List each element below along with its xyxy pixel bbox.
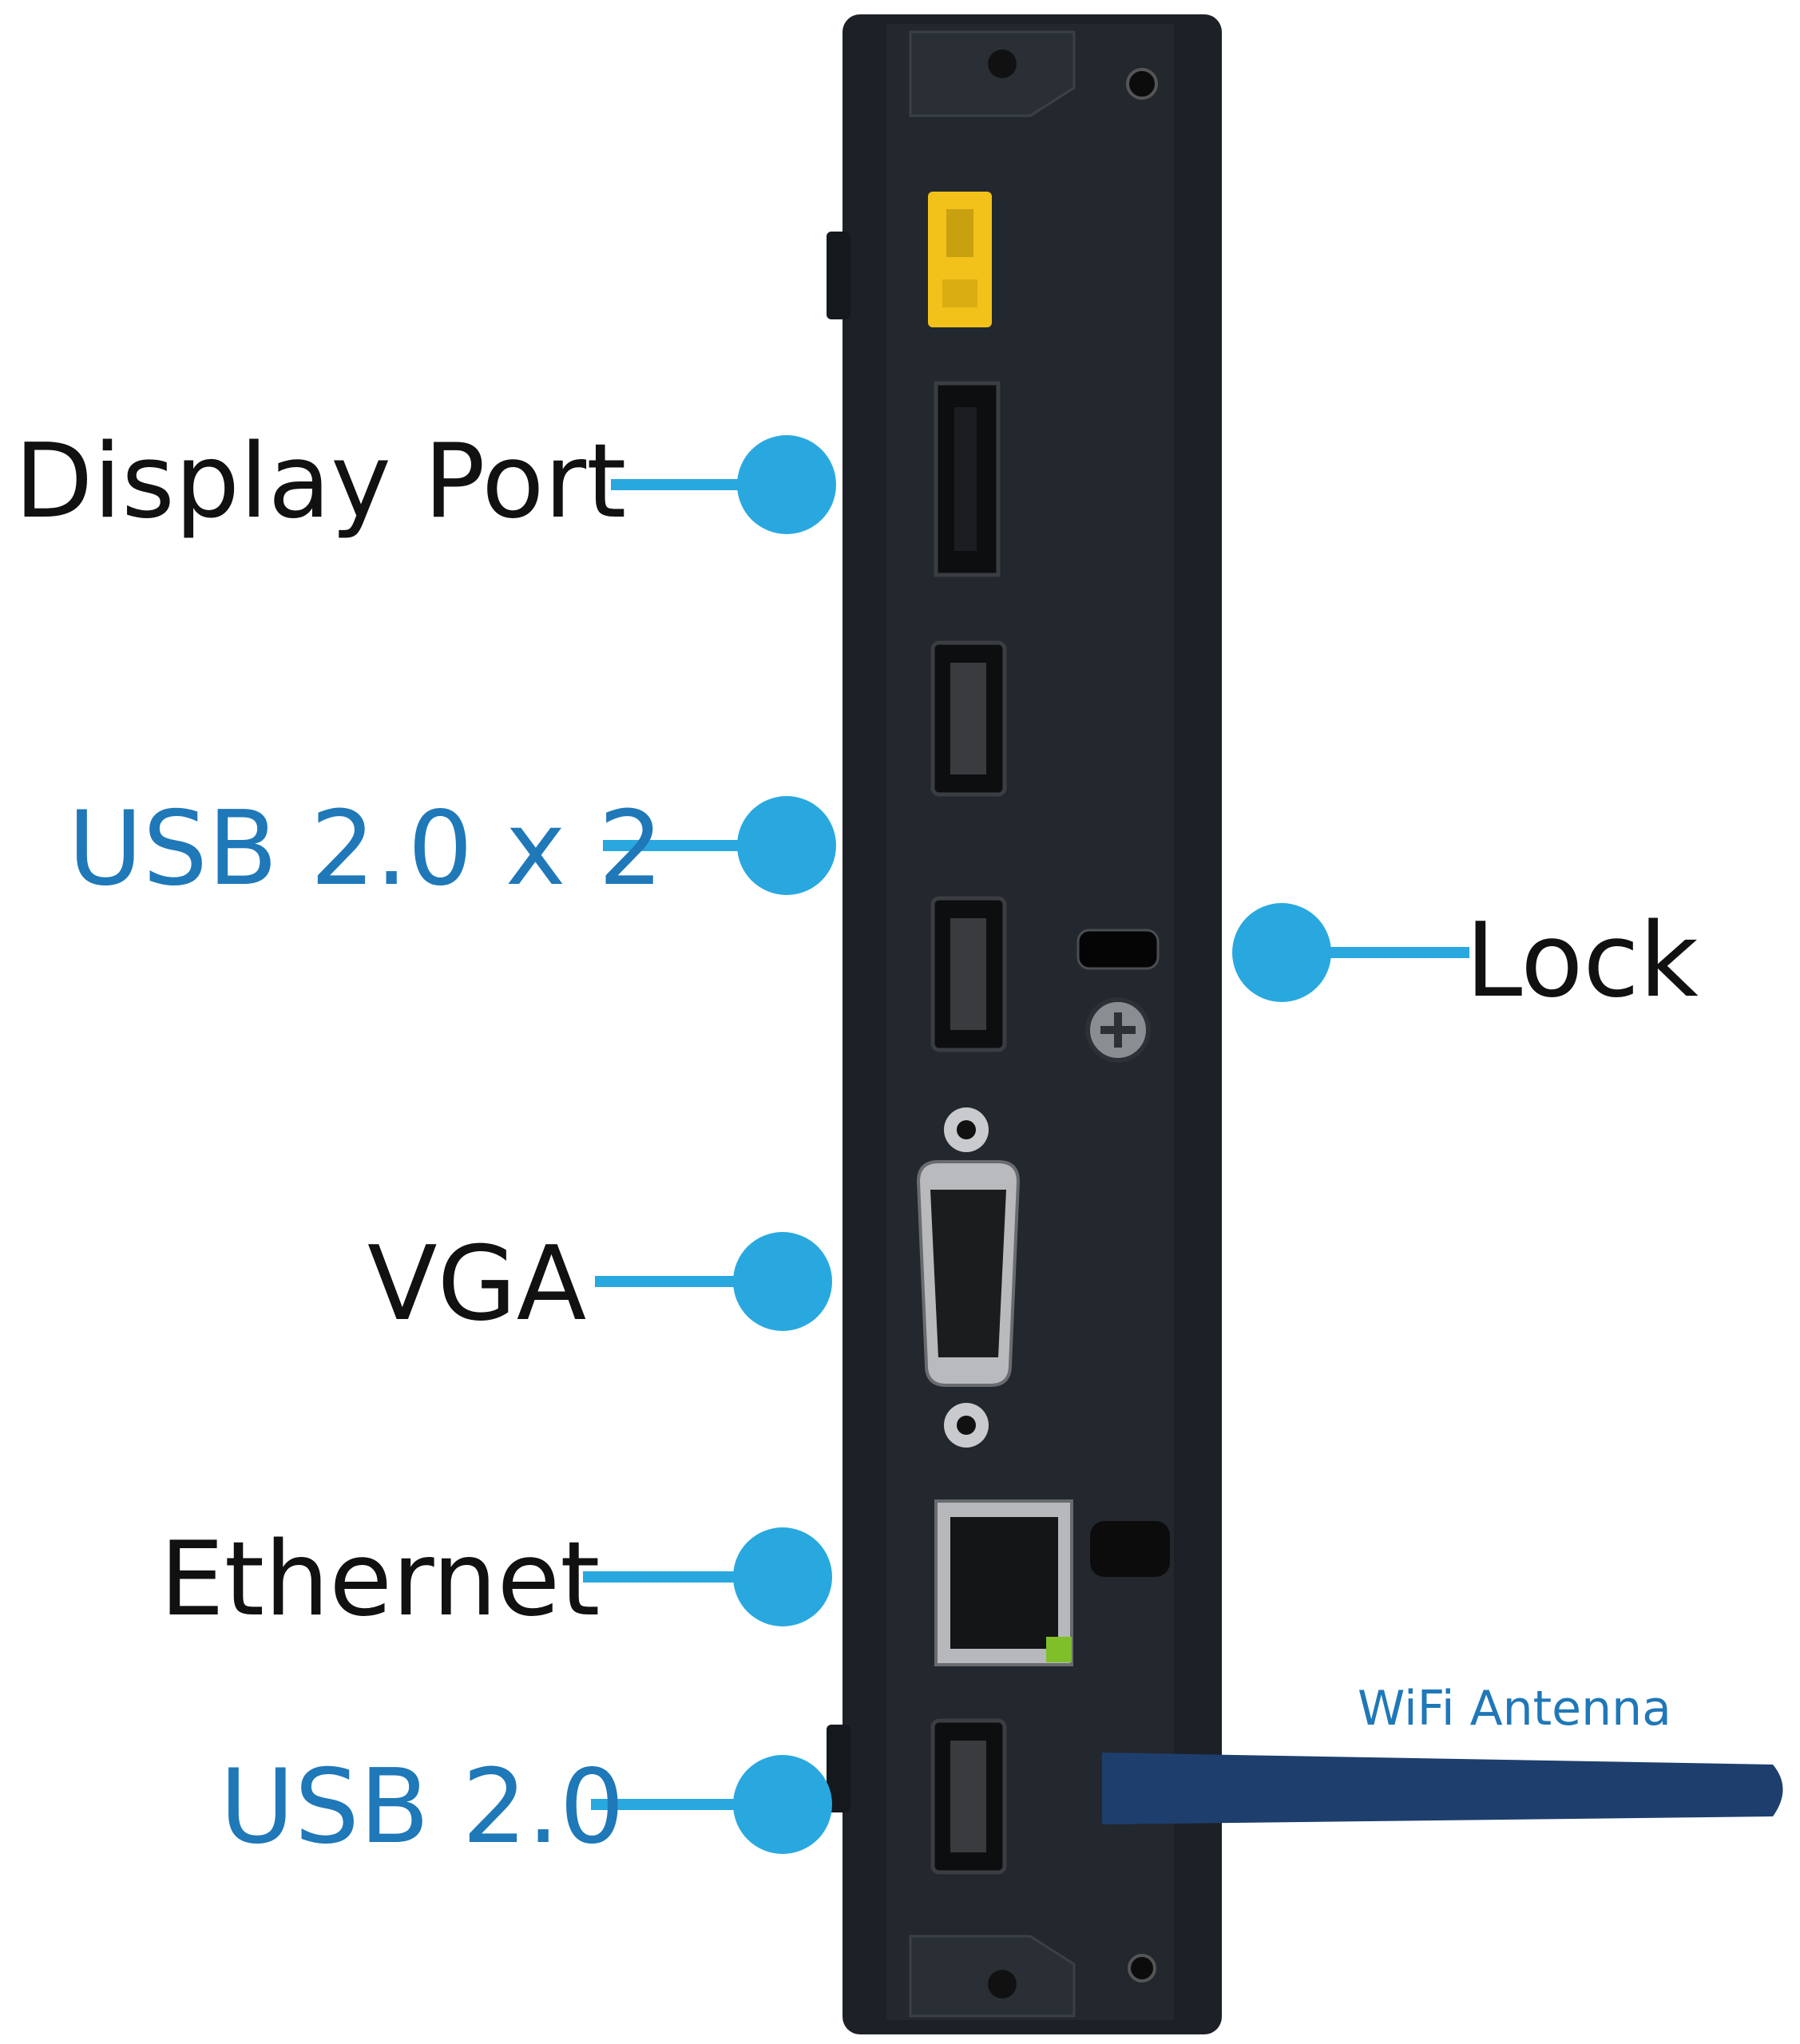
callout-usb-2-0-x2 (603, 796, 836, 895)
lock-slot (1076, 929, 1160, 1063)
callout-ethernet (583, 1527, 832, 1626)
top-bracket (909, 30, 1158, 117)
callout-lock (1232, 903, 1469, 1002)
label-vga: VGA (367, 1225, 587, 1344)
power-port (928, 192, 992, 327)
displayport-connector (934, 381, 1001, 577)
usb-port-single (930, 1718, 1007, 1875)
label-display-port: Display Port (14, 422, 627, 541)
wifi-antenna (1102, 1753, 1783, 1824)
bottom-bracket (909, 1935, 1156, 2018)
callout-display-port (611, 435, 836, 534)
pc-chassis (827, 14, 1222, 2034)
usb-ports-pair (930, 640, 1007, 1052)
callout-usb-2-0 (591, 1755, 832, 1854)
label-usb-2-0-x2: USB 2.0 x 2 (68, 790, 664, 909)
vga-connector (916, 1107, 1021, 1448)
label-lock: Lock (1465, 901, 1699, 1020)
label-wifi-antenna: WiFi Antenna (1358, 1681, 1671, 1737)
label-usb-2-0: USB 2.0 (220, 1748, 624, 1867)
callout-vga (595, 1232, 832, 1331)
label-ethernet: Ethernet (160, 1520, 601, 1639)
ethernet-port (934, 1499, 1170, 1666)
